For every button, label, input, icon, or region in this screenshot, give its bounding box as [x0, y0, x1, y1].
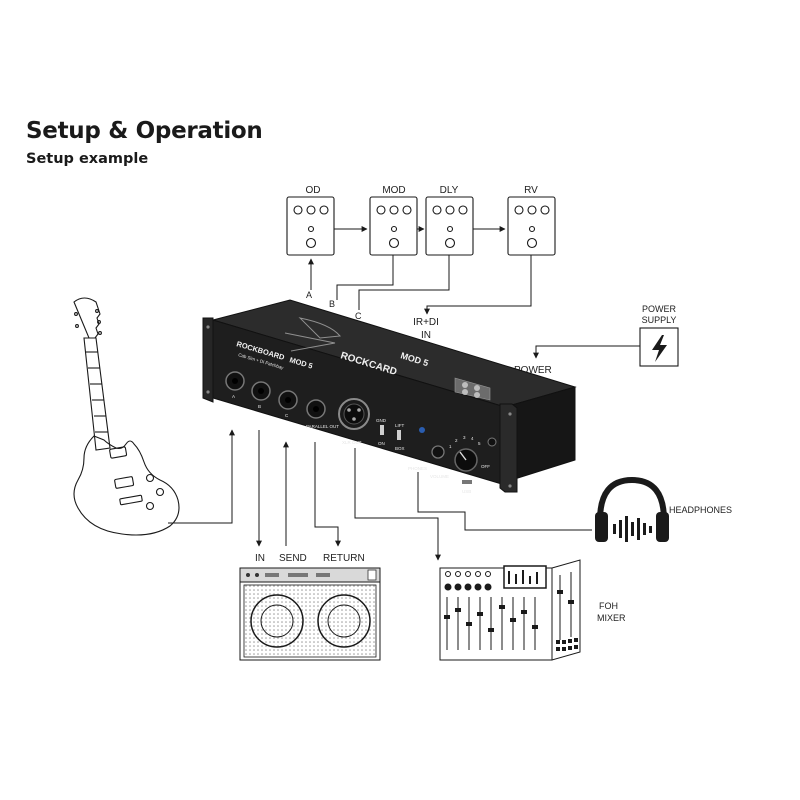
guitar-icon: [73, 297, 180, 536]
switch-label-box: BOX: [395, 446, 405, 451]
headphones-label: HEADPHONES: [669, 505, 732, 515]
switch-label-on: ON: [378, 441, 385, 446]
pedal-mod: MOD: [369, 185, 418, 256]
speaker-icon: [317, 594, 371, 648]
led-icon: [446, 225, 454, 233]
send-label-b: B: [329, 299, 335, 309]
knob-scale-5: 5: [478, 441, 481, 446]
pedal-label: MOD: [382, 185, 405, 196]
power-label: POWER: [514, 365, 552, 376]
footswitch-icon: [444, 237, 456, 249]
led-icon: [307, 225, 315, 233]
jack-label-c: C: [285, 413, 289, 418]
foh-label-line2: MIXER: [597, 613, 626, 623]
output-wires: [256, 430, 592, 561]
jack-label-parallel-out: PARALLEL OUT: [306, 424, 339, 429]
box-switch: [397, 430, 401, 440]
pedal-rv: RV: [507, 185, 556, 256]
usb-port: [462, 480, 472, 484]
power-supply-label-line2: SUPPLY: [642, 315, 677, 325]
amp-in-label: IN: [255, 553, 265, 564]
power-wire: [533, 345, 640, 359]
amp-return-label: RETURN: [323, 553, 365, 564]
power-supply-box: [639, 327, 679, 367]
pedal-label: RV: [524, 185, 538, 196]
jack-label-a: A: [232, 394, 235, 399]
knob-icon: [389, 205, 399, 215]
send-label-c: C: [355, 311, 362, 321]
knob-icon: [458, 205, 468, 215]
guitar-amp-icon: [239, 567, 381, 661]
led-icon: [390, 225, 398, 233]
pedal-dly: DLY: [425, 185, 474, 256]
phones-jack: [431, 445, 445, 459]
rockboard-mod5-device: ROCKCARD MOD 5 ROCKBOARD MOD 5 Cab Sim +…: [202, 299, 577, 494]
footswitch-icon: [526, 237, 538, 249]
power-led: [419, 427, 425, 433]
mixer-screen: [503, 565, 547, 589]
input-jacks: A B C PARALLEL OUT: [225, 371, 339, 429]
switch-label-gnd: GND: [376, 418, 387, 423]
foh-label-line1: FOH: [599, 601, 618, 611]
power-supply-label-line1: POWER: [642, 304, 677, 314]
lightning-icon: [652, 335, 667, 362]
pedal-od: OD: [286, 185, 335, 256]
ir-di-in-label: IN: [421, 330, 431, 341]
knob-icon: [293, 205, 303, 215]
phones-label: PHONES: [408, 466, 427, 471]
knob-icon: [376, 205, 386, 215]
page-title: Setup & Operation: [26, 118, 263, 144]
usb-label: USB: [462, 489, 471, 494]
page-subtitle: Setup example: [26, 151, 149, 167]
knob-scale-off: OFF: [481, 464, 490, 469]
led-icon: [528, 225, 536, 233]
knob-scale-1: 1: [449, 444, 452, 449]
knob-icon: [527, 205, 537, 215]
knob-scale-2: 2: [455, 438, 458, 443]
speaker-icon: [250, 594, 304, 648]
amp-send-label: SEND: [279, 553, 307, 564]
knob-icon: [319, 205, 329, 215]
mini-knob: [487, 437, 497, 447]
volume-label: VOLUME: [430, 474, 449, 479]
knob-icon: [445, 205, 455, 215]
guitar-wire: [168, 429, 235, 524]
foh-mixer-icon: [439, 559, 581, 661]
switch-label-lift: LIFT: [395, 423, 405, 428]
knob-icon: [432, 205, 442, 215]
headphones-icon: [595, 476, 669, 542]
send-label-a: A: [306, 290, 312, 300]
ground-lift-switch: [380, 425, 384, 435]
footswitch-icon: [305, 237, 317, 249]
knob-icon: [540, 205, 550, 215]
knob-icon: [306, 205, 316, 215]
footswitch-icon: [388, 237, 400, 249]
loop-wires: [308, 255, 532, 315]
knob-icon: [514, 205, 524, 215]
pedal-label: DLY: [440, 185, 459, 196]
knob-scale-3: 3: [463, 435, 466, 440]
xlr-out-label: XLR OUT: [342, 440, 362, 445]
ir-di-label: IR+DI: [413, 317, 439, 328]
jack-label-b: B: [258, 404, 261, 409]
knob-icon: [402, 205, 412, 215]
pedal-label: OD: [306, 185, 321, 196]
knob-scale-4: 4: [471, 436, 474, 441]
